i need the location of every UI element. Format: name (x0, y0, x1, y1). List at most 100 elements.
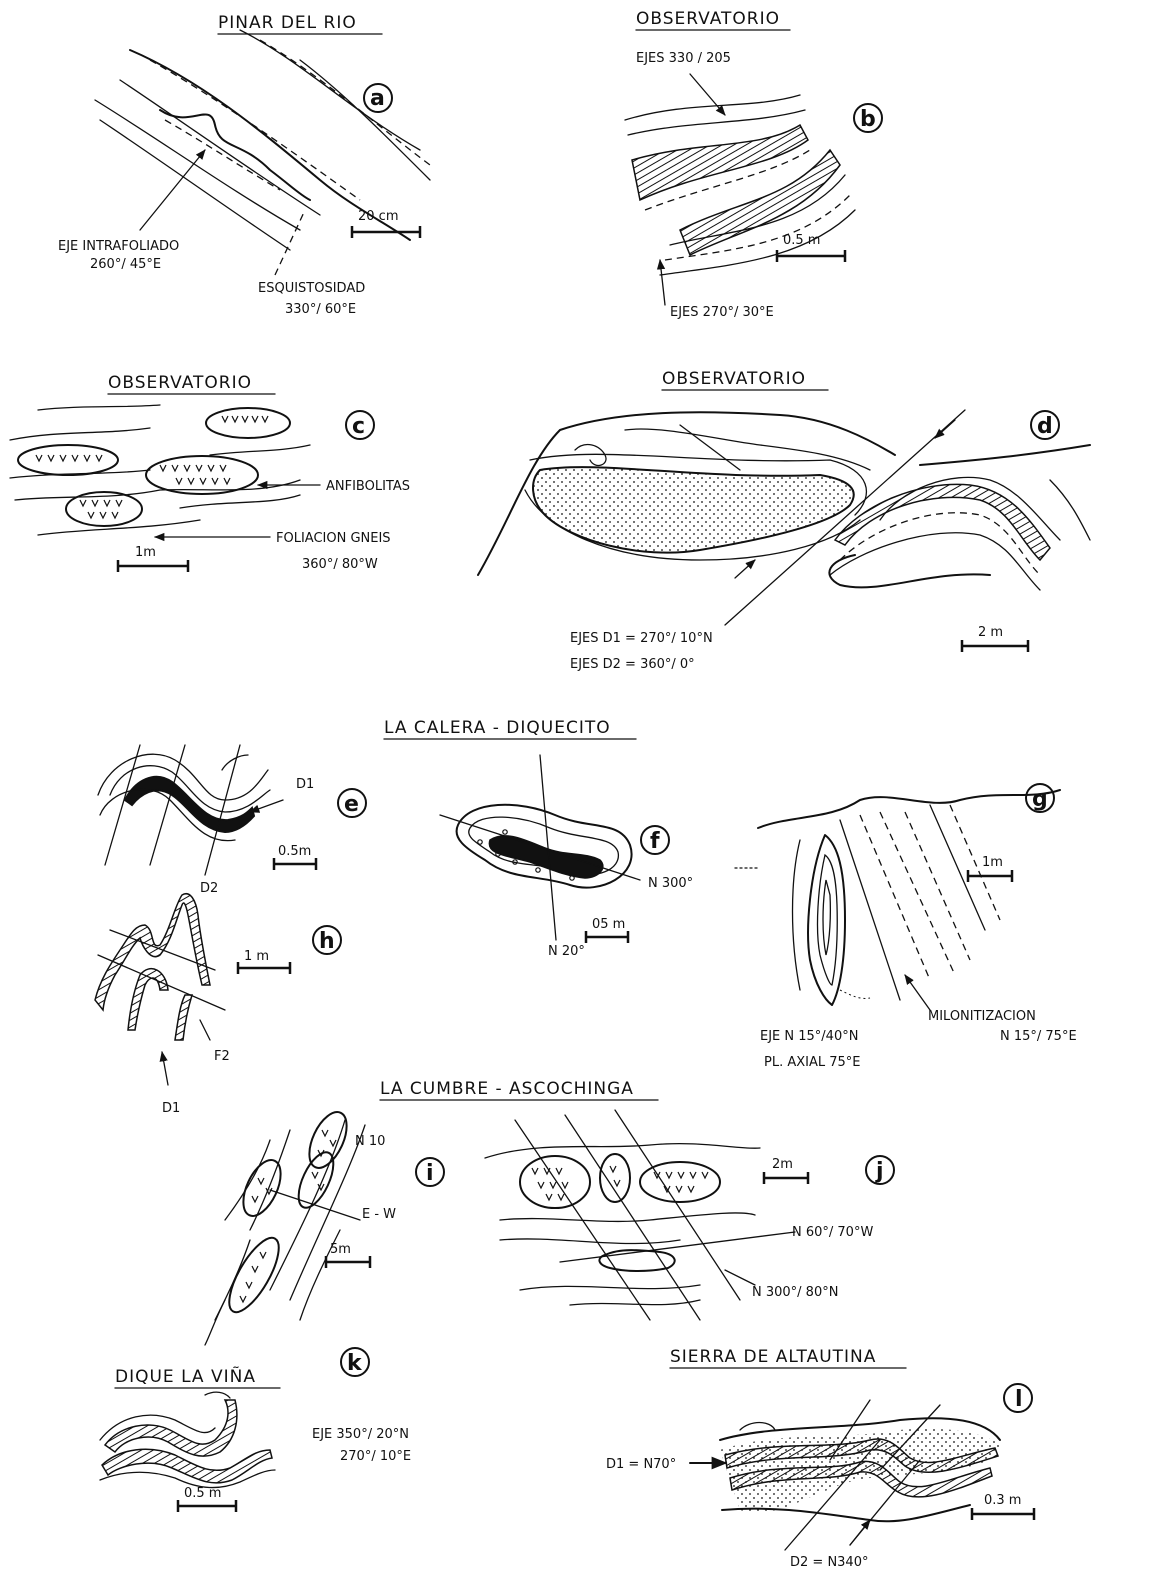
panel-b-ejes-top: EJES 330 / 205 (636, 51, 731, 66)
panel-k-eje-label: EJE 350°/ 20°N (312, 1427, 409, 1442)
panel-b-letter-circle: b (854, 104, 882, 132)
panel-f-n300-label: N 300° (648, 876, 693, 891)
panel-k-sketch (100, 1392, 275, 1487)
panel-f: N 300° N 20° f 05 m (440, 755, 693, 959)
panel-b-bottom-arrow (660, 260, 665, 305)
panel-g-pl-label: PL. AXIAL 75°E (764, 1055, 861, 1070)
panel-i-letter: i (426, 1161, 434, 1186)
panel-j-letter-circle: j (866, 1156, 894, 1184)
panel-l: SIERRA DE ALTAUTINA l D1 = N70° D2 = N34… (606, 1347, 1034, 1570)
panel-a-letter: a (370, 86, 385, 111)
panel-d-letter-circle: d (1031, 411, 1059, 439)
panel-k-letter: k (347, 1351, 363, 1376)
panel-j-letter: j (875, 1159, 884, 1184)
panel-c-sketch (10, 405, 310, 535)
panel-d-scale-bar (962, 640, 1028, 652)
panel-j-scale-bar (764, 1172, 808, 1184)
panel-b: OBSERVATORIO EJES 330 / 205 b 0.5 m EJES… (625, 9, 882, 320)
panel-f-scale-label: 05 m (592, 917, 625, 932)
panel-d: OBSERVATORIO d EJES D1 = 270°/ 10°N (478, 369, 1090, 672)
panel-e-d1-label: D1 (296, 777, 314, 792)
panel-b-title: OBSERVATORIO (636, 9, 780, 29)
panel-d-ejes-d1: EJES D1 = 270°/ 10°N (570, 631, 713, 646)
panel-c-anf-label: ANFIBOLITAS (326, 479, 410, 494)
panel-c-scale-bar (118, 560, 188, 572)
panel-h: F2 D1 1 m h (95, 894, 341, 1116)
panel-c-fol-label: FOLIACION GNEIS (276, 531, 391, 546)
panel-c-scale-label: 1m (135, 545, 156, 560)
panel-b-letter: b (860, 107, 876, 132)
panel-i-n10-label: N 10 (355, 1134, 385, 1149)
panel-l-sketch (690, 1400, 1000, 1550)
panel-b-scale-label: 0.5 m (783, 233, 820, 248)
panel-i-scale-label: 5m (330, 1242, 351, 1257)
panel-g-letter-circle: g (1026, 784, 1054, 812)
panel-a-eje-arrow (140, 150, 205, 230)
panel-l-scale-bar (972, 1508, 1034, 1520)
panel-f-letter-circle: f (641, 826, 669, 854)
panel-j-sketch (485, 1110, 795, 1320)
panel-g-scale-label: 1m (982, 855, 1003, 870)
group-la-cumbre-title: LA CUMBRE - ASCOCHINGA (380, 1079, 634, 1099)
panel-k-scale-bar (178, 1500, 236, 1512)
panel-i-sketch (205, 1106, 365, 1345)
panel-l-d1-label: D1 = N70° (606, 1457, 676, 1472)
panel-a: PINAR DEL RIO a EJE INTRAFOLIADO 260°/ 4… (58, 13, 430, 317)
panel-e-scale-label: 0.5m (278, 844, 311, 859)
panel-l-d2-label: D2 = N340° (790, 1555, 868, 1570)
panel-k-letter-circle: k (341, 1348, 369, 1376)
panel-c-lens-4 (66, 492, 142, 526)
panel-j-n300-label: N 300°/ 80°N (752, 1285, 838, 1300)
panel-a-title: PINAR DEL RIO (218, 13, 357, 33)
panel-g: g 1m MILONITIZACION N 15°/ 75°E EJE N 15… (735, 784, 1077, 1070)
panel-c-letter-circle: c (346, 411, 374, 439)
panel-k-eje2-label: 270°/ 10°E (340, 1449, 411, 1464)
panel-e-d2-label: D2 (200, 881, 218, 896)
panel-f-sketch (440, 755, 640, 940)
panel-c-lens-2 (18, 445, 118, 475)
panel-a-esq-label: ESQUISTOSIDAD (258, 281, 365, 296)
panel-e: D1 D2 e 0.5m (98, 745, 366, 896)
panel-a-scale-label: 20 cm (358, 209, 399, 224)
panel-c-letter: c (352, 414, 365, 439)
panel-l-letter-circle: l (1004, 1384, 1032, 1412)
panel-g-scale-bar (968, 870, 1012, 882)
panel-h-letter: h (319, 929, 335, 954)
panel-h-f2-label: F2 (214, 1049, 230, 1064)
panel-k-title: DIQUE LA VIÑA (115, 1365, 256, 1387)
panel-b-top-arrow (690, 74, 725, 115)
panel-e-sketch (98, 745, 283, 875)
panel-h-scale-label: 1 m (244, 949, 269, 964)
panel-d-sketch (478, 410, 1090, 625)
panel-j-n60-label: N 60°/ 70°W (792, 1225, 873, 1240)
panel-i-letter-circle: i (416, 1158, 444, 1186)
panel-h-sketch (95, 894, 225, 1085)
panel-h-d1-label: D1 (162, 1101, 180, 1116)
panel-d-title: OBSERVATORIO (662, 369, 806, 389)
panel-g-sketch (735, 790, 1060, 1010)
panel-a-eje-value: 260°/ 45°E (90, 257, 161, 272)
panel-k-scale-label: 0.5 m (184, 1486, 221, 1501)
panel-f-letter: f (650, 829, 660, 854)
panel-g-letter: g (1032, 787, 1048, 812)
panel-i: N 10 E - W i 5m (205, 1106, 444, 1345)
panel-j: N 60°/ 70°W N 300°/ 80°N 2m j (485, 1110, 894, 1320)
panel-l-scale-label: 0.3 m (984, 1493, 1021, 1508)
panel-i-ew-label: E - W (362, 1207, 396, 1222)
panel-l-title: SIERRA DE ALTAUTINA (670, 1347, 876, 1367)
panel-a-scale-bar (352, 226, 420, 238)
panel-d-letter: d (1037, 414, 1053, 439)
panel-b-scale-bar (777, 250, 845, 262)
panel-e-letter: e (344, 792, 359, 817)
panel-f-scale-bar (586, 931, 628, 943)
panel-j-v-marks (532, 1166, 708, 1200)
panel-d-ejes-d2: EJES D2 = 360°/ 0° (570, 657, 695, 672)
panel-c-lens-1 (206, 408, 290, 438)
panel-c-lens-3 (146, 456, 258, 494)
panel-g-eje-label: EJE N 15°/40°N (760, 1029, 858, 1044)
panel-j-scale-label: 2m (772, 1157, 793, 1172)
panel-l-letter: l (1015, 1387, 1023, 1412)
panel-c-fol-value: 360°/ 80°W (302, 557, 378, 572)
panel-e-letter-circle: e (338, 789, 366, 817)
panel-e-scale-bar (274, 858, 316, 870)
